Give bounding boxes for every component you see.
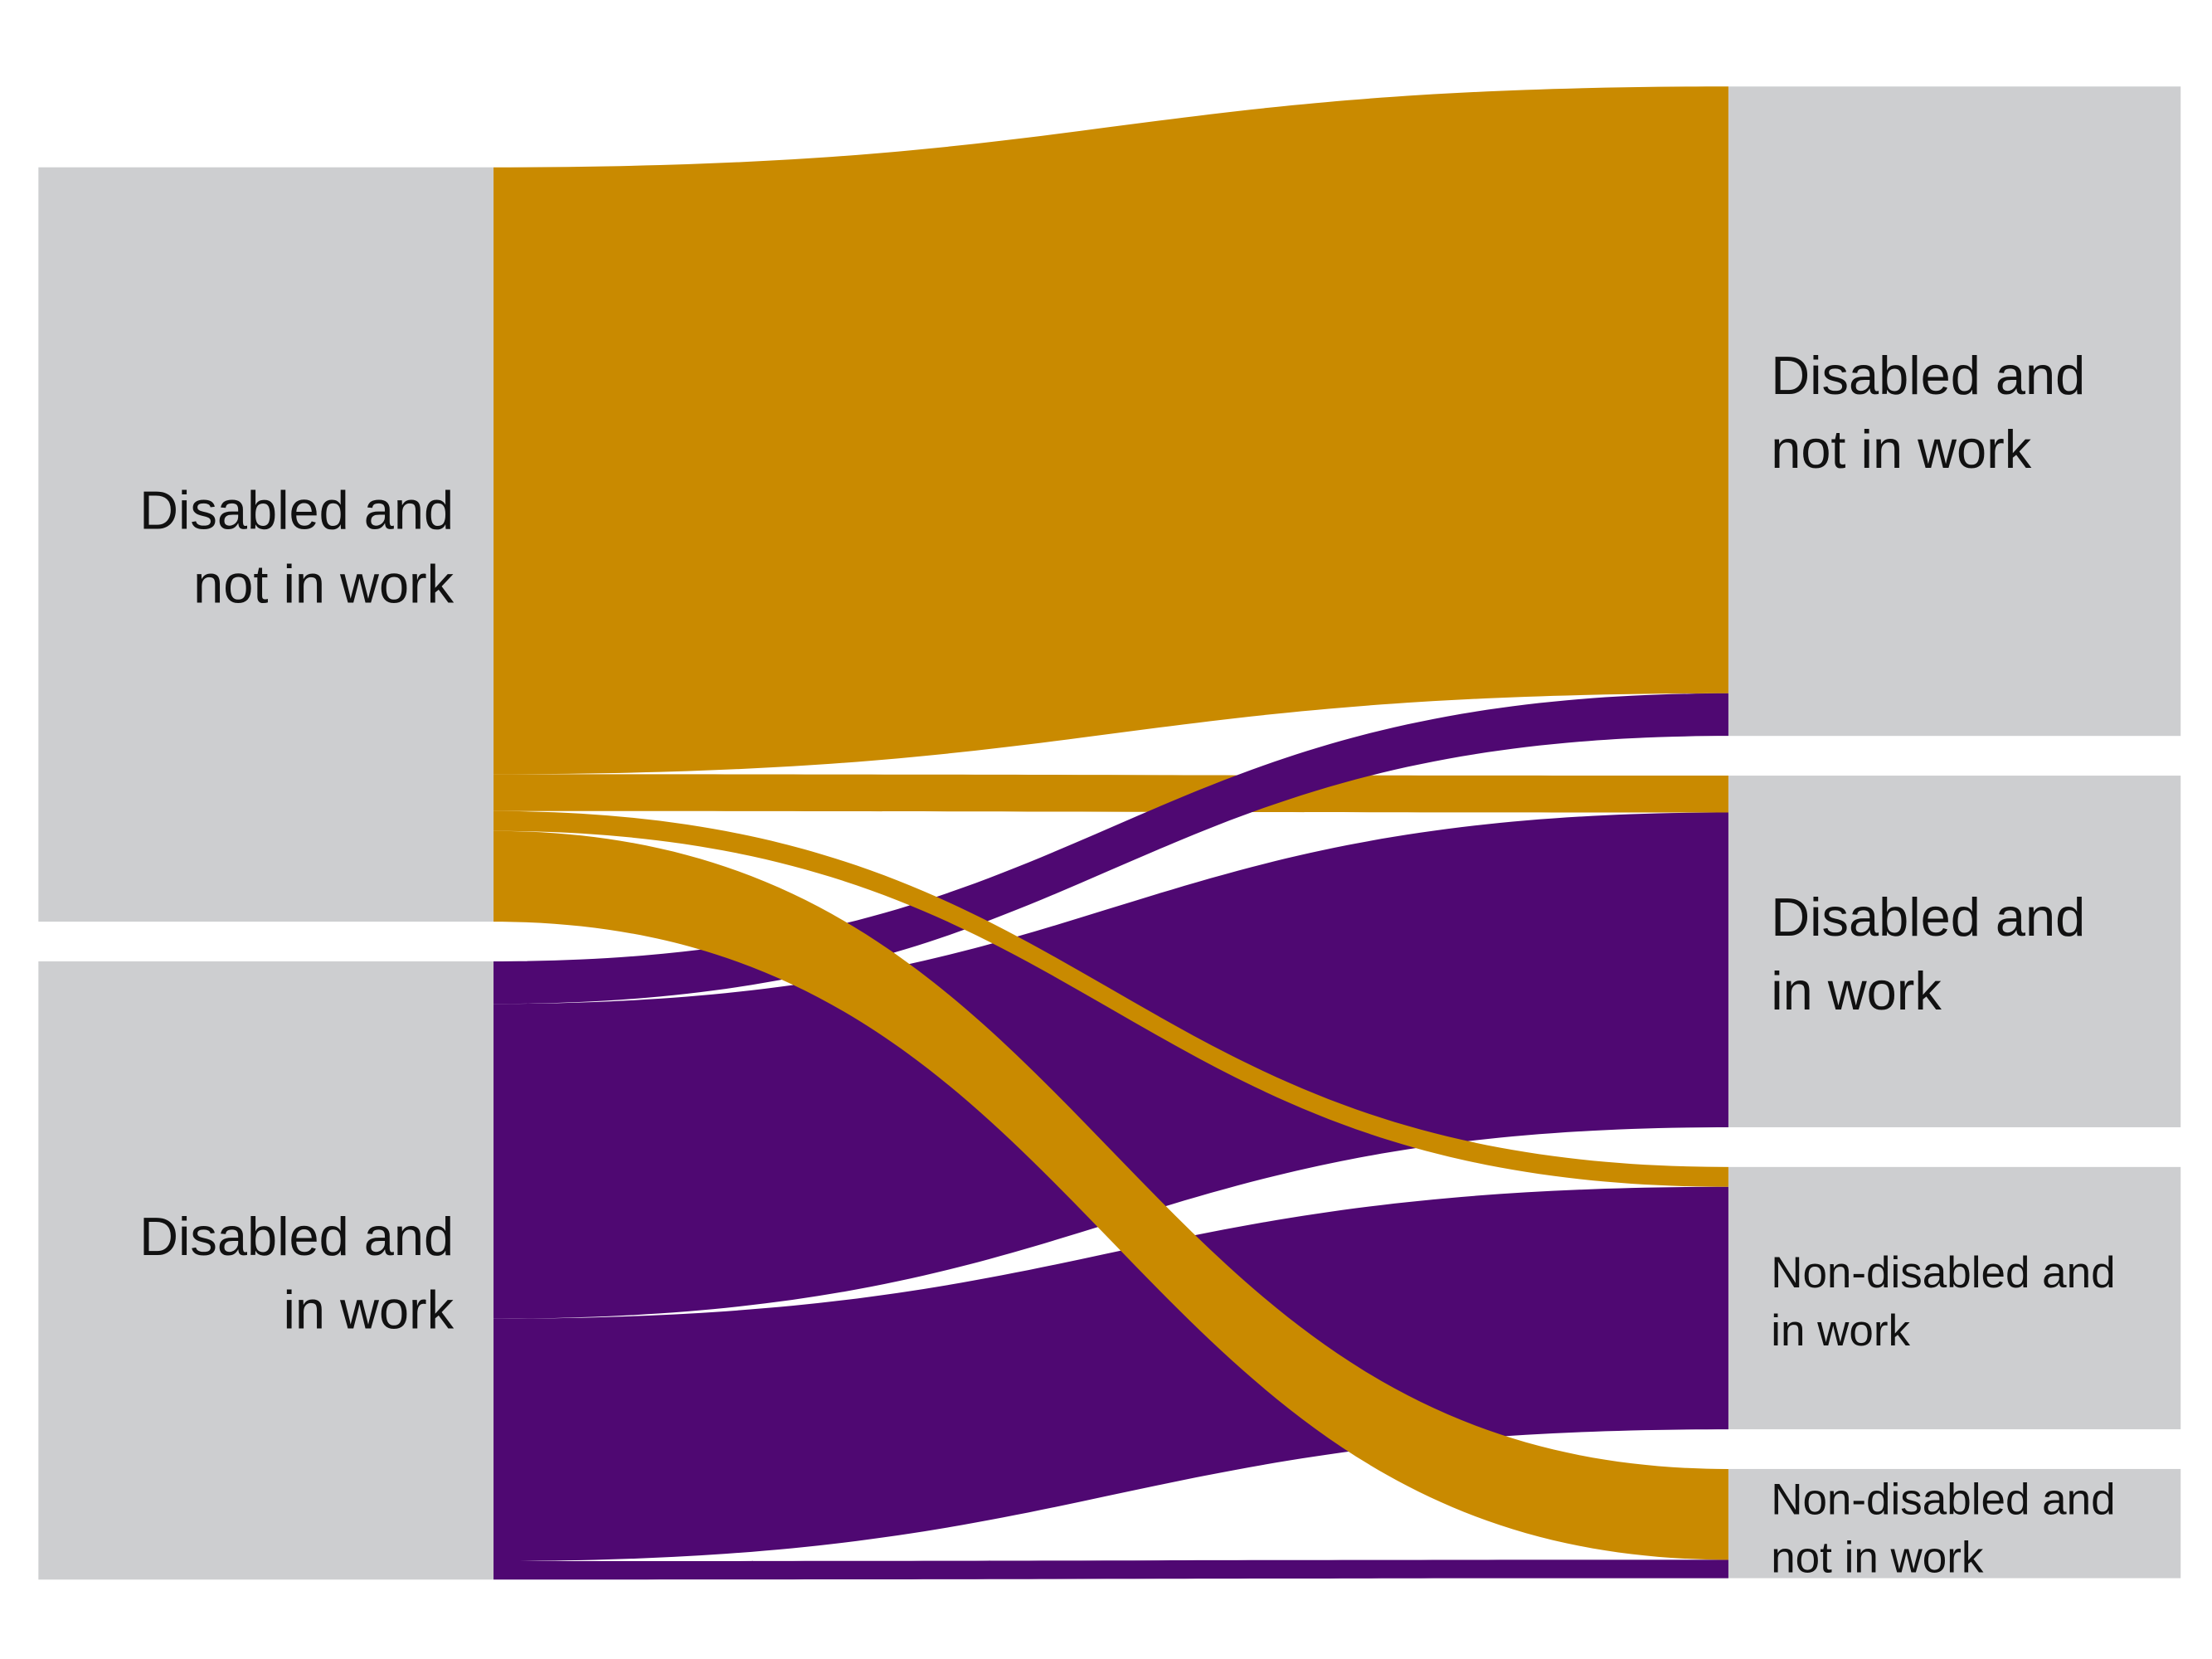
flow-L0-to-R3 [493,830,1728,1560]
node-disabled-and-in-work [1728,776,2181,1127]
flow-L1-to-R3 [493,1559,1728,1580]
flow-L1-to-R0 [493,693,1728,1005]
node-disabled-and-not-in-work [38,167,494,922]
flow-L1-to-R1 [493,812,1728,1319]
flow-L0-to-R1 [493,774,1728,813]
flow-L0-to-R0 [493,86,1728,775]
node-disabled-and-in-work [38,961,494,1580]
node-non-disabled-and-in-work [1728,1166,2181,1430]
flow-L0-to-R2 [493,810,1728,1187]
node-non-disabled-and-not-in-work [1728,1468,2181,1579]
node-disabled-and-not-in-work [1728,86,2181,737]
flow-L1-to-R2 [493,1186,1728,1562]
